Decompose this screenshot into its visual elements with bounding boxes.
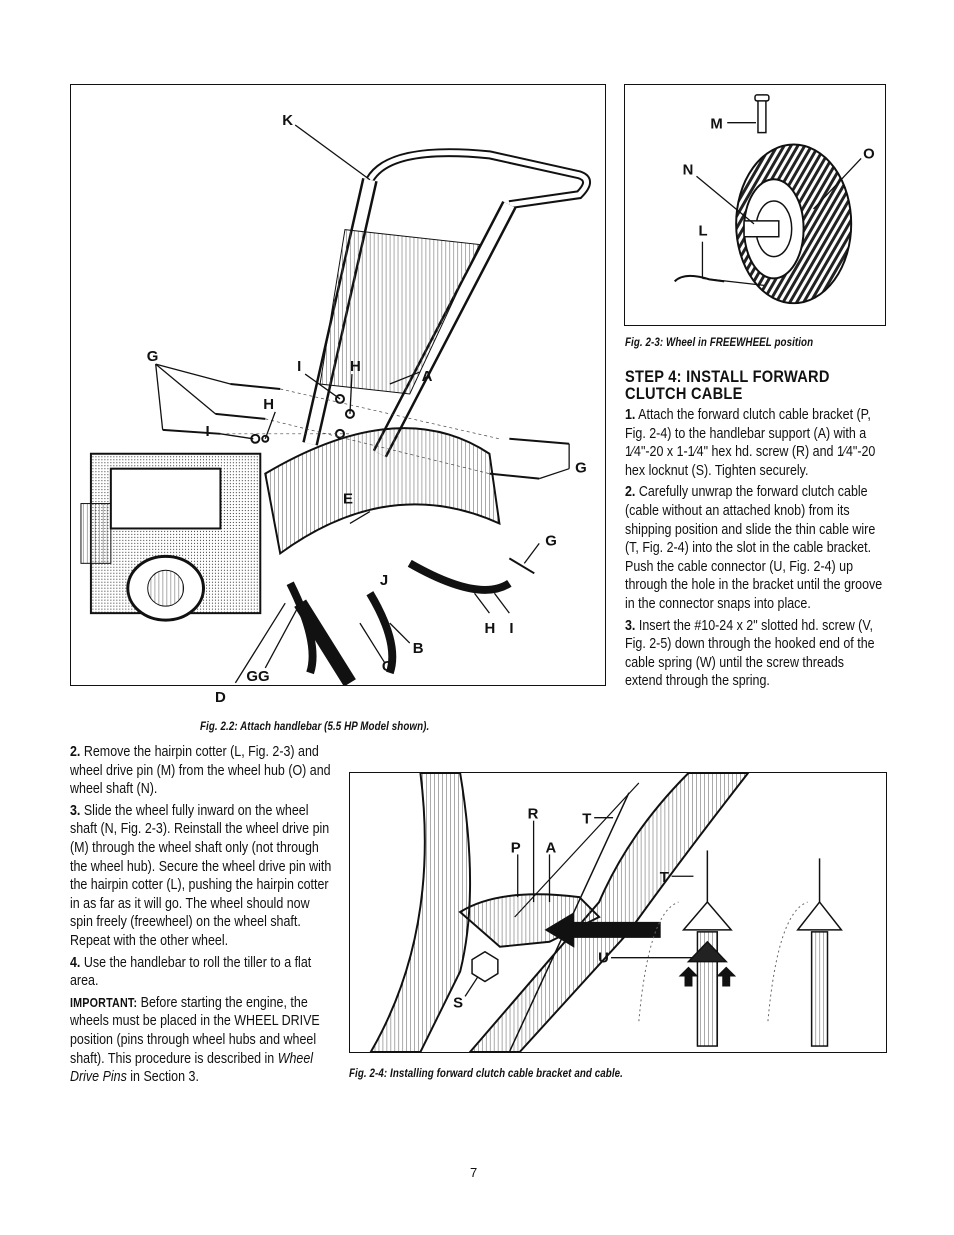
fig22-label-j: J (380, 572, 388, 589)
fig22-label-b: B (413, 640, 424, 657)
cable-bracket-illustration: R T P A T U S (369, 773, 843, 1052)
important-text-a: Before starting the engine, the wheels m… (70, 994, 320, 1067)
fig22-label-i2: I (205, 423, 209, 440)
step4-heading: STEP 4: INSTALL FORWARD CLUTCH CABLE (625, 368, 885, 402)
fig22-label-h3: H (484, 620, 495, 637)
important-text-b: in Section 3. (126, 1069, 199, 1086)
item2-text: Carefully unwrap the forward clutch cabl… (625, 484, 883, 612)
right-column: STEP 4: INSTALL FORWARD CLUTCH CABLE 1. … (625, 368, 885, 694)
step4-item2: 2. Carefully unwrap the forward clutch c… (625, 483, 885, 613)
step4-item1: 1. Attach the forward clutch cable brack… (625, 406, 885, 480)
figure-2-4: R T P A T U S (349, 772, 887, 1053)
step2: 2. Remove the hairpin cotter (L, Fig. 2-… (70, 743, 332, 799)
fig24-label-p: P (511, 840, 521, 856)
step3-number: 3. (70, 802, 81, 819)
fig24-label-s: S (453, 995, 463, 1011)
fig24-caption: Fig. 2-4: Installing forward clutch cabl… (349, 1068, 623, 1080)
fig22-label-d: D (215, 689, 226, 706)
item3-number: 3. (625, 617, 636, 634)
step4-heading-line2: CLUTCH CABLE (625, 384, 743, 403)
fig22-label-k: K (282, 112, 293, 129)
fig23-caption: Fig. 2-3: Wheel in FREEWHEEL position (625, 337, 814, 349)
fig22-label-i: I (297, 358, 301, 375)
figure-2-2: K G I H A H I G E G J H I B C GG (70, 84, 606, 686)
fig23-label-m: M (710, 117, 722, 133)
step4-item3: 3. Insert the #10-24 x 2" slotted hd. sc… (625, 617, 885, 691)
fig22-caption: Fig. 2.2: Attach handlebar (5.5 HP Model… (200, 721, 430, 733)
fig24-label-u: U (598, 951, 609, 967)
step4-heading-line1: STEP 4: INSTALL FORWARD (625, 367, 830, 386)
fig24-label-r: R (528, 807, 539, 823)
fig22-label-g2: G (575, 460, 587, 477)
step4: 4. Use the handlebar to roll the tiller … (70, 954, 332, 991)
important-italic: Wheel Drive Pins (70, 1050, 314, 1086)
fig22-label-e: E (343, 491, 353, 508)
fig22-label-g3: G (545, 532, 557, 549)
fig22-label-g: G (147, 348, 159, 365)
wheel-illustration: M N O L (673, 94, 875, 305)
fig22-label-a: A (422, 368, 433, 385)
page-number: 7 (470, 1165, 478, 1180)
step4-number: 4. (70, 954, 81, 971)
fig22-label-i3: I (509, 620, 513, 637)
item1-text: Attach the forward clutch cable bracket … (625, 407, 876, 479)
handlebar-illustration: K G I H A H I G E G J H I B C GG (80, 112, 591, 685)
fig24-label-a: A (546, 840, 557, 856)
item3-text: Insert the #10-24 x 2" slotted hd. screw… (625, 617, 875, 690)
fig22-label-gg: GG (246, 668, 269, 685)
step3-text: Slide the wheel fully inward on the whee… (70, 802, 332, 949)
step3: 3. Slide the wheel fully inward on the w… (70, 802, 332, 951)
fig22-label-h2: H (263, 396, 274, 413)
fig23-label-o: O (863, 146, 875, 162)
fig23-label-l: L (698, 224, 707, 240)
fig24-label-t: T (582, 812, 591, 828)
fig22-label-h: H (350, 358, 361, 375)
fig22-label-c: C (382, 658, 393, 675)
important-note: IMPORTANT: Before starting the engine, t… (70, 994, 332, 1087)
step4-text: Use the handlebar to roll the tiller to … (70, 954, 312, 990)
left-column: 2. Remove the hairpin cotter (L, Fig. 2-… (70, 743, 332, 1090)
step2-number: 2. (70, 744, 81, 760)
item2-number: 2. (625, 484, 636, 501)
figure-2-3: M N O L (624, 84, 886, 326)
important-label: IMPORTANT: (70, 995, 138, 1010)
fig22-label-d-holder: D (215, 689, 226, 706)
step2-text: Remove the hairpin cotter (L, Fig. 2-3) … (70, 744, 331, 798)
fig23-label-n: N (683, 162, 694, 178)
fig24-label-t2: T (660, 870, 669, 886)
item1-number: 1. (625, 407, 636, 423)
